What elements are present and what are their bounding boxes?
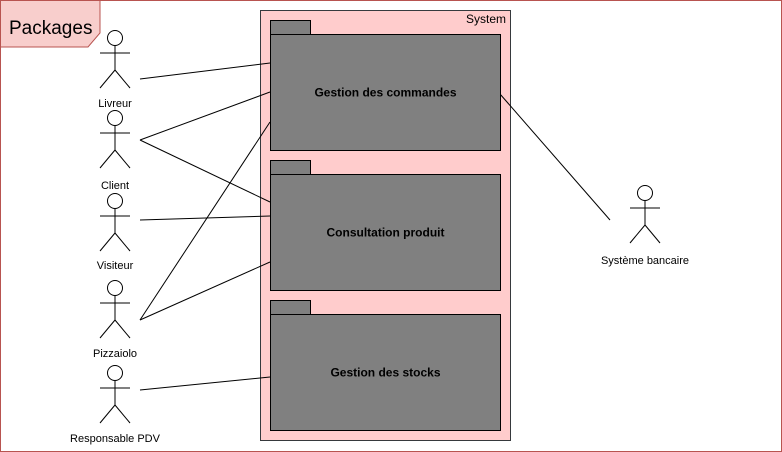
actor-head [107, 365, 123, 381]
actor-pizzaiolo[interactable]: Pizzaiolo [93, 280, 137, 361]
actor-leg-left [629, 224, 646, 244]
actor-head [107, 30, 123, 46]
actor-label: Visiteur [97, 260, 134, 272]
package-tab [270, 300, 311, 315]
actor-leg-right [114, 69, 131, 89]
actor-leg-left [99, 232, 116, 252]
actor-leg-right [114, 149, 131, 169]
actor-leg-left [99, 69, 116, 89]
package-body [270, 314, 501, 431]
association-pizzaiolo-consultation [139, 261, 271, 321]
actor-label: Pizzaiolo [93, 348, 137, 360]
actor-label: Client [101, 180, 129, 192]
package-body [270, 34, 501, 151]
actor-head [107, 110, 123, 126]
actor-leg-right [114, 404, 131, 424]
actor-banque[interactable]: Système bancaire [601, 185, 689, 268]
actor-label: Responsable PDV [70, 433, 161, 445]
frame-label-tab [0, 0, 101, 48]
frame-label: Packages [9, 18, 92, 39]
association-responsable-stocks [139, 376, 271, 391]
association-client-consultation [139, 139, 271, 203]
actor-head [107, 193, 123, 209]
actor-livreur[interactable]: Livreur [98, 30, 132, 111]
actor-leg-right [114, 232, 131, 252]
package-body [270, 174, 501, 291]
actor-label: Livreur [98, 98, 132, 110]
package-label: Gestion des commandes [314, 86, 456, 100]
actor-head [637, 185, 653, 201]
actor-client[interactable]: Client [99, 110, 131, 193]
actor-leg-left [99, 149, 116, 169]
actor-responsable[interactable]: Responsable PDV [70, 365, 161, 446]
package-consultation[interactable]: Consultation produit [270, 160, 501, 291]
package-tab [270, 160, 311, 175]
association-pizzaiolo-commandes [139, 121, 271, 321]
package-tab [270, 20, 311, 35]
actor-leg-right [644, 224, 661, 244]
package-label: Gestion des stocks [330, 366, 440, 380]
association-banque-commandes [499, 93, 611, 221]
system-label: System [466, 12, 506, 26]
actor-leg-left [99, 404, 116, 424]
association-visiteur-consultation [139, 215, 271, 221]
package-stocks[interactable]: Gestion des stocks [270, 300, 501, 431]
association-client-commandes [139, 91, 271, 141]
actor-leg-right [114, 319, 131, 339]
package-label: Consultation produit [327, 226, 445, 240]
association-livreur-commandes [139, 62, 271, 80]
actor-leg-left [99, 319, 116, 339]
package-commandes[interactable]: Gestion des commandes [270, 20, 501, 151]
actor-visiteur[interactable]: Visiteur [97, 193, 134, 273]
actor-head [107, 280, 123, 296]
actor-label: Système bancaire [601, 255, 689, 267]
